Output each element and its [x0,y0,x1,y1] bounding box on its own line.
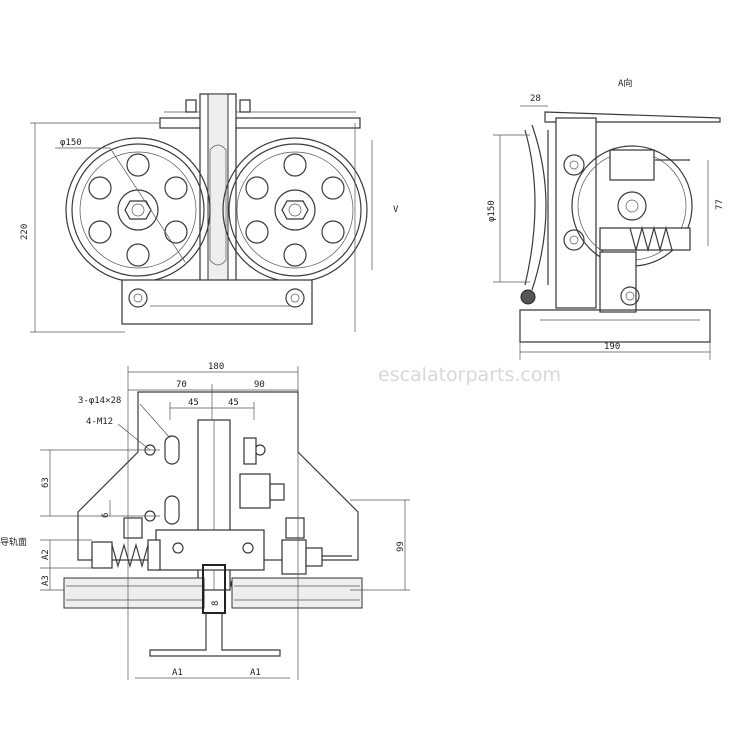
plan-A3-dim: A3 [41,575,51,586]
front-section-mark: V [393,205,399,215]
plan-total-dim: 180 [208,362,224,372]
front-height-dim: 220 [20,224,30,240]
side-top-dim: 28 [530,94,541,104]
plan-half-right-dim: 45 [228,398,239,408]
plan-half-left-dim: 45 [188,398,199,408]
plan-A2-dim: A2 [41,549,51,560]
plan-thread-note: 4-M12 [86,417,113,427]
side-view-label: A向 [618,77,632,89]
plan-99-dim: 99 [396,541,406,552]
front-view: 220 φ150 V [20,93,399,333]
plan-view: 180 70 90 45 45 3-φ14×28 4-M12 63 6 99 A… [0,362,410,680]
plan-6-dim: 6 [101,513,111,518]
plan-63-dim: 63 [41,477,51,488]
plan-left-dim: 70 [176,380,187,390]
plan-hole-note: 3-φ14×28 [78,396,121,406]
side-view: A向 28 φ150 77 190 [487,77,725,360]
front-wheel-dim: φ150 [60,138,82,148]
plan-A1-right-dim: A1 [250,668,261,678]
side-width-dim: 190 [604,342,620,352]
side-right-dim: 77 [715,199,725,210]
plan-rail-label: 导轨面 [0,536,27,548]
plan-8-dim: 8 [211,601,221,606]
plan-right-dim: 90 [254,380,265,390]
side-wheel-dim: φ150 [487,200,497,222]
watermark: escalatorparts.com [378,364,561,386]
plan-A1-left-dim: A1 [172,668,183,678]
